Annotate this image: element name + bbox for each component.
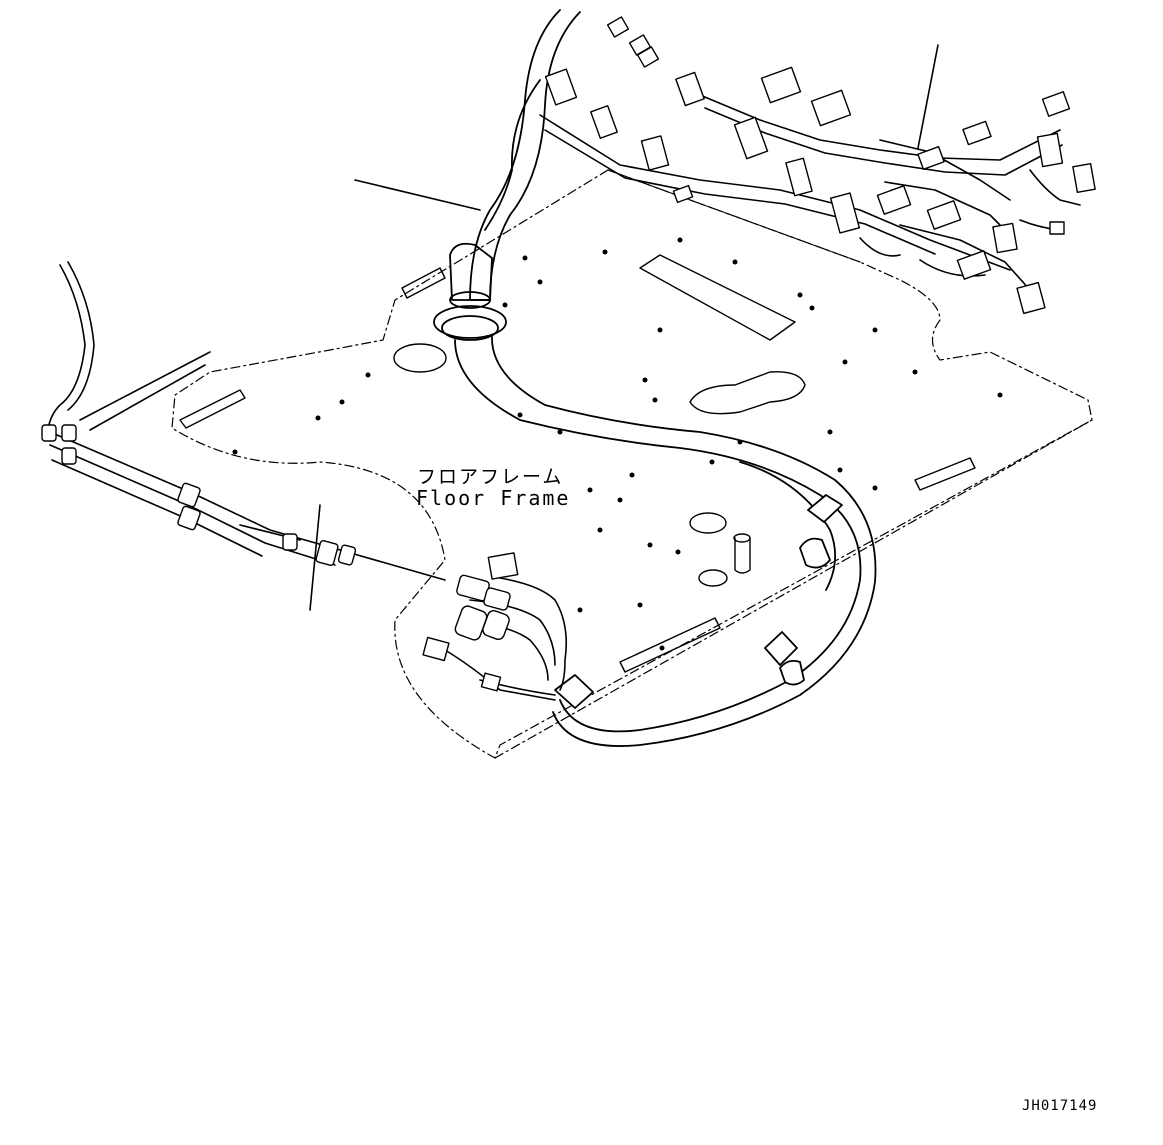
floor-grommet [433, 242, 507, 341]
upper-harness-branch [539, 94, 1081, 291]
harness-clamps [554, 494, 843, 709]
bottom-connectors [422, 552, 519, 692]
drawing-id: JH017149 [1022, 1098, 1098, 1114]
upper-connectors [544, 16, 1096, 315]
left-connectors [41, 424, 357, 566]
floor-frame-plate [171, 169, 1093, 759]
mounting-pads [179, 267, 976, 673]
floor-frame-cutouts [393, 254, 806, 587]
main-harness-tube [454, 9, 877, 747]
left-harness-branch [47, 261, 446, 581]
leader-lines [309, 44, 939, 611]
floor-frame-label-japanese: フロアフレーム [417, 466, 564, 488]
floor-frame-label-english: Floor Frame [416, 486, 571, 510]
bolt-holes [232, 237, 1003, 651]
